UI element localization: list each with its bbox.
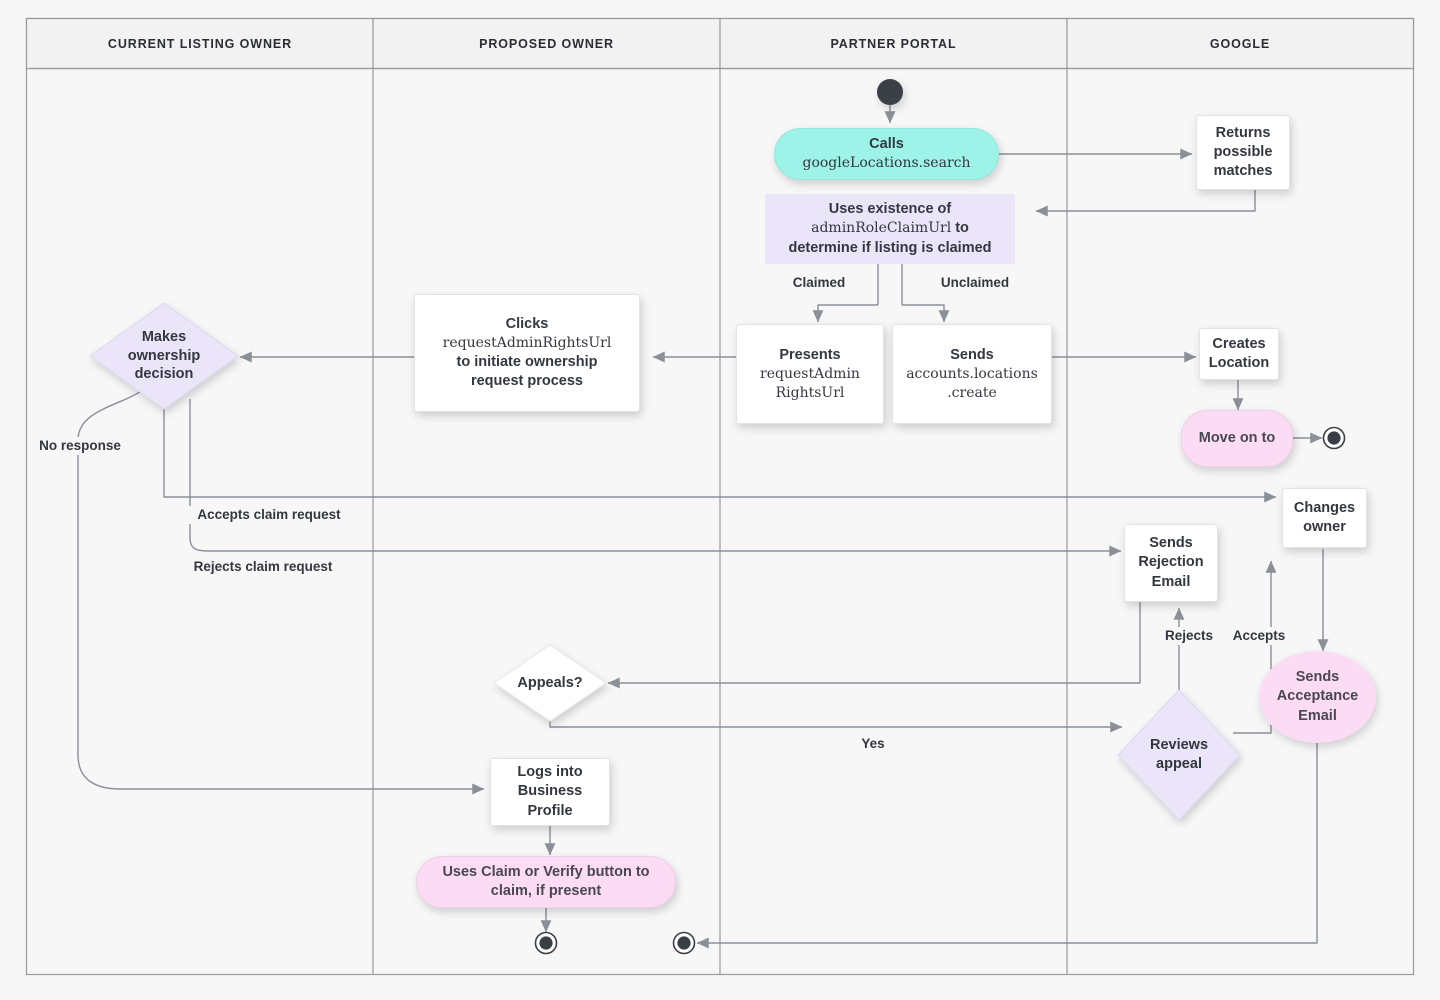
end-node-proposed-owner (534, 931, 558, 955)
edge-rejection-to-appeals (607, 601, 1141, 689)
node-presents-request-admin-rights-url[interactable]: Presents requestAdmin RightsUrl (736, 324, 884, 424)
edge-reviews-accepts (1233, 560, 1277, 734)
node-sends-acceptance-email[interactable]: Sends Acceptance Email (1259, 651, 1376, 743)
edge-accepts-claim-request (163, 399, 1277, 503)
start-node (877, 79, 903, 105)
edge-label-accepts-claim-request: Accepts claim request (176, 506, 362, 525)
node-line-1: Calls (869, 136, 904, 153)
edge-label-rejects: Rejects (1150, 627, 1228, 646)
edge-label-yes: Yes (846, 735, 900, 754)
edge-returns-to-uses (1035, 189, 1256, 217)
node-line-3: to initiate ownership (456, 353, 598, 370)
edge-label-claimed: Claimed (776, 274, 862, 293)
node-line-3: .create (947, 384, 997, 401)
node-label: Sends Acceptance Email (1276, 669, 1359, 724)
lane-label: PROPOSED OWNER (479, 37, 614, 51)
node-returns-possible-matches[interactable]: Returns possible matches (1196, 115, 1290, 190)
edge-label-no-response: No response (36, 437, 124, 456)
node-label: Uses Claim or Verify button to claim, if… (442, 863, 650, 899)
lane-label: PARTNER PORTAL (830, 37, 957, 51)
node-line-1: Uses existence of (828, 201, 952, 218)
node-line-4: request process (470, 372, 583, 389)
node-line-1: Presents (779, 346, 841, 363)
edge-label-unclaimed: Unclaimed (924, 274, 1026, 293)
node-uses-claim-or-verify-button[interactable]: Uses Claim or Verify button to claim, if… (416, 856, 676, 908)
edge-label-accepts: Accepts (1218, 627, 1300, 646)
node-line-3: RightsUrl (775, 384, 845, 401)
node-logs-into-business-profile[interactable]: Logs into Business Profile (490, 758, 610, 826)
node-line-2-tail: to (955, 220, 969, 237)
shape-layer (89, 79, 1346, 955)
edge-uses-split-stems (877, 264, 903, 305)
node-line-2: requestAdminRightsUrl (442, 335, 612, 352)
node-makes-ownership-decision[interactable]: Makes ownership decision (104, 311, 224, 401)
edge-claimed (812, 304, 878, 323)
node-label: Makes ownership decision (127, 328, 201, 383)
end-node-google (1322, 426, 1346, 450)
node-reviews-appeal[interactable]: Reviews appeal (1129, 725, 1229, 785)
node-label: Returns possible matches (1213, 124, 1273, 180)
node-label: Reviews appeal (1149, 737, 1209, 772)
node-changes-owner[interactable]: Changes owner (1282, 488, 1367, 548)
node-creates-location[interactable]: Creates Location (1199, 328, 1279, 380)
node-sends-accounts-locations-create[interactable]: Sends accounts.locations .create (892, 324, 1052, 424)
node-line-2: requestAdmin (760, 366, 860, 383)
node-label: Logs into Business Profile (517, 764, 583, 819)
node-line-2: googleLocations.search (802, 155, 971, 172)
node-label: Creates Location (1208, 335, 1270, 371)
lane-label: CURRENT LISTING OWNER (107, 37, 293, 51)
edge-acceptance-to-end (696, 742, 1318, 949)
lane-header-google: GOOGLE (1067, 19, 1413, 69)
node-line-1: Clicks (505, 316, 549, 333)
node-line-2-code: adminRoleClaimUrl (811, 220, 952, 237)
node-appeals[interactable]: Appeals? (500, 663, 600, 703)
node-line-1: Sends (950, 346, 994, 363)
node-clicks-request-admin-rights-url[interactable]: Clicks requestAdminRightsUrl to initiate… (414, 294, 640, 412)
lane-header-partner-portal: PARTNER PORTAL (720, 19, 1067, 69)
node-label: Appeals? (517, 674, 583, 691)
node-sends-rejection-email[interactable]: Sends Rejection Email (1124, 524, 1218, 602)
appeals-shape (493, 644, 607, 722)
edge-unclaimed (902, 304, 950, 323)
node-move-on-to[interactable]: Move on to (1181, 410, 1293, 467)
node-line-3: determine if listing is claimed (788, 239, 992, 256)
end-node-partner-portal (672, 931, 696, 955)
node-calls-google-locations-search[interactable]: Calls googleLocations.search (774, 128, 999, 180)
reviews-appeal-shape (1117, 689, 1241, 821)
node-label: Sends Rejection Email (1138, 535, 1204, 590)
node-label: Move on to (1198, 429, 1276, 446)
lane-label: GOOGLE (1209, 37, 1271, 51)
edge-label-rejects-claim-request: Rejects claim request (172, 558, 354, 577)
edge-rejects-claim-request (189, 399, 1122, 557)
lane-header-proposed-owner: PROPOSED OWNER (373, 19, 720, 69)
node-label: Changes owner (1293, 499, 1356, 535)
node-line-2: accounts.locations (906, 366, 1038, 383)
lane-header-current-listing-owner: CURRENT LISTING OWNER (27, 19, 373, 69)
makes-ownership-decision-shape (89, 302, 239, 410)
